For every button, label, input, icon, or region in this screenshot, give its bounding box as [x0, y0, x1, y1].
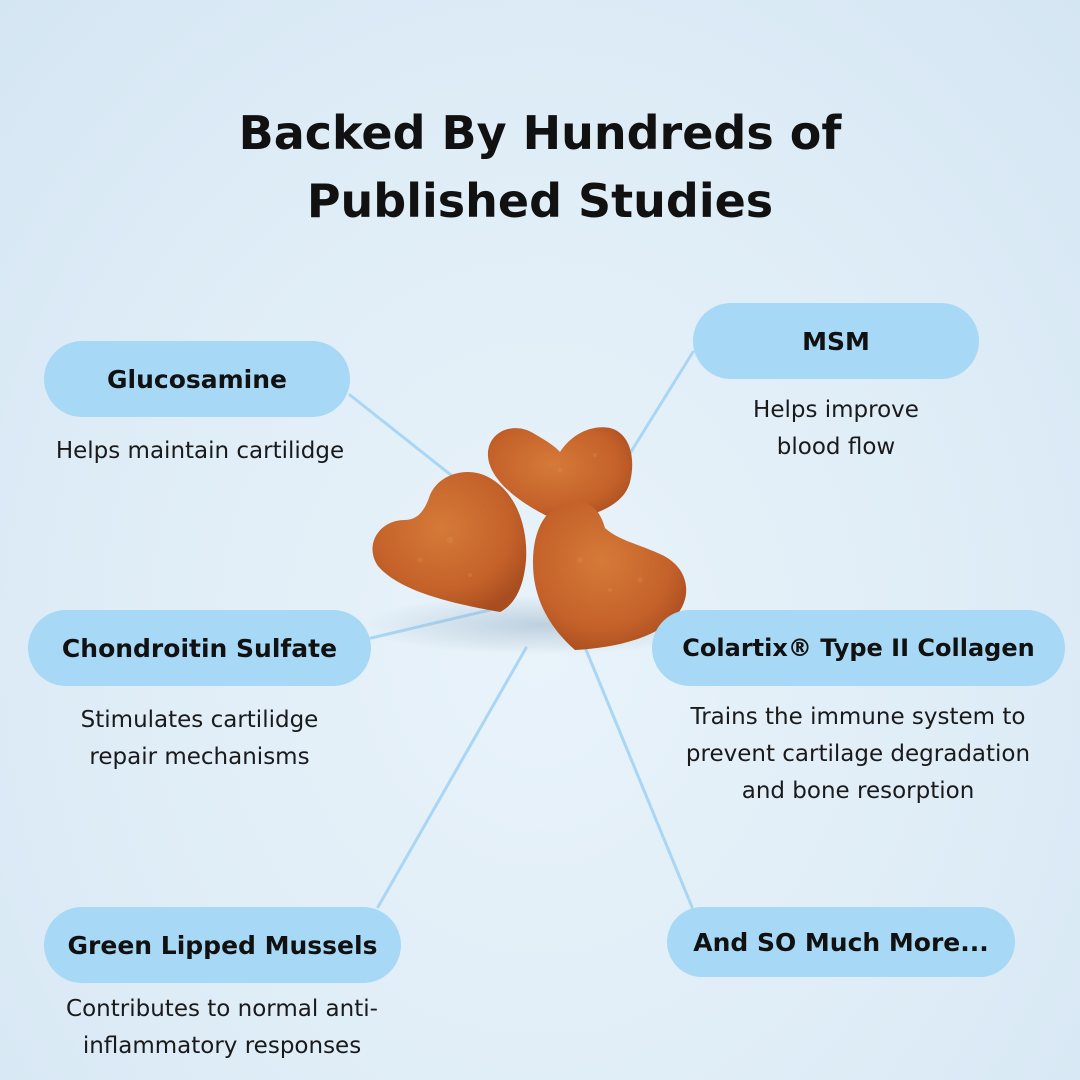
label-and-more: And SO Much More... [667, 907, 1015, 977]
description-line: prevent cartilage degradation [685, 741, 1031, 767]
label-glucosamine: Glucosamine [44, 341, 350, 417]
description-colartix-collagen: Trains the immune system to prevent cart… [640, 699, 1076, 810]
description-line: Helps improve [753, 397, 919, 423]
label-chondroitin-sulfate-text: Chondroitin Sulfate [61, 633, 338, 663]
chew-heart-right [532, 501, 687, 650]
title-line-2: Published Studies [306, 173, 774, 228]
chew-heart-back [487, 427, 633, 522]
chew-heart-left [372, 471, 527, 612]
description-green-lipped-mussels: Contributes to normal anti- inflammatory… [28, 991, 416, 1065]
page-title: Backed By Hundreds of Published Studies [0, 99, 1080, 235]
description-line: and bone resorption [741, 778, 975, 804]
title-line-1: Backed By Hundreds of [238, 105, 842, 160]
label-colartix-collagen-text: Colartix® Type II Collagen [682, 634, 1035, 662]
description-line: blood flow [776, 434, 896, 460]
label-green-lipped-mussels-text: Green Lipped Mussels [67, 930, 378, 960]
description-line: Stimulates cartilidge [80, 707, 319, 733]
description-line: Trains the immune system to [690, 704, 1026, 730]
description-glucosamine: Helps maintain cartilidge [20, 433, 380, 470]
label-msm: MSM [693, 303, 979, 379]
description-line: Contributes to normal anti- [66, 996, 378, 1022]
description-msm: Helps improve blood flow [693, 392, 979, 466]
label-glucosamine-text: Glucosamine [106, 364, 287, 394]
connector-mussels [376, 646, 528, 909]
label-msm-text: MSM [802, 326, 870, 356]
description-line: inflammatory responses [82, 1033, 362, 1059]
description-chondroitin-sulfate: Stimulates cartilidge repair mechanisms [28, 702, 371, 776]
label-colartix-collagen: Colartix® Type II Collagen [652, 610, 1065, 686]
description-line: Helps maintain cartilidge [55, 438, 345, 464]
label-green-lipped-mussels: Green Lipped Mussels [44, 907, 401, 983]
label-and-more-text: And SO Much More... [693, 927, 989, 957]
label-chondroitin-sulfate: Chondroitin Sulfate [28, 610, 371, 686]
connector-more [580, 638, 694, 909]
description-line: repair mechanisms [89, 744, 310, 770]
